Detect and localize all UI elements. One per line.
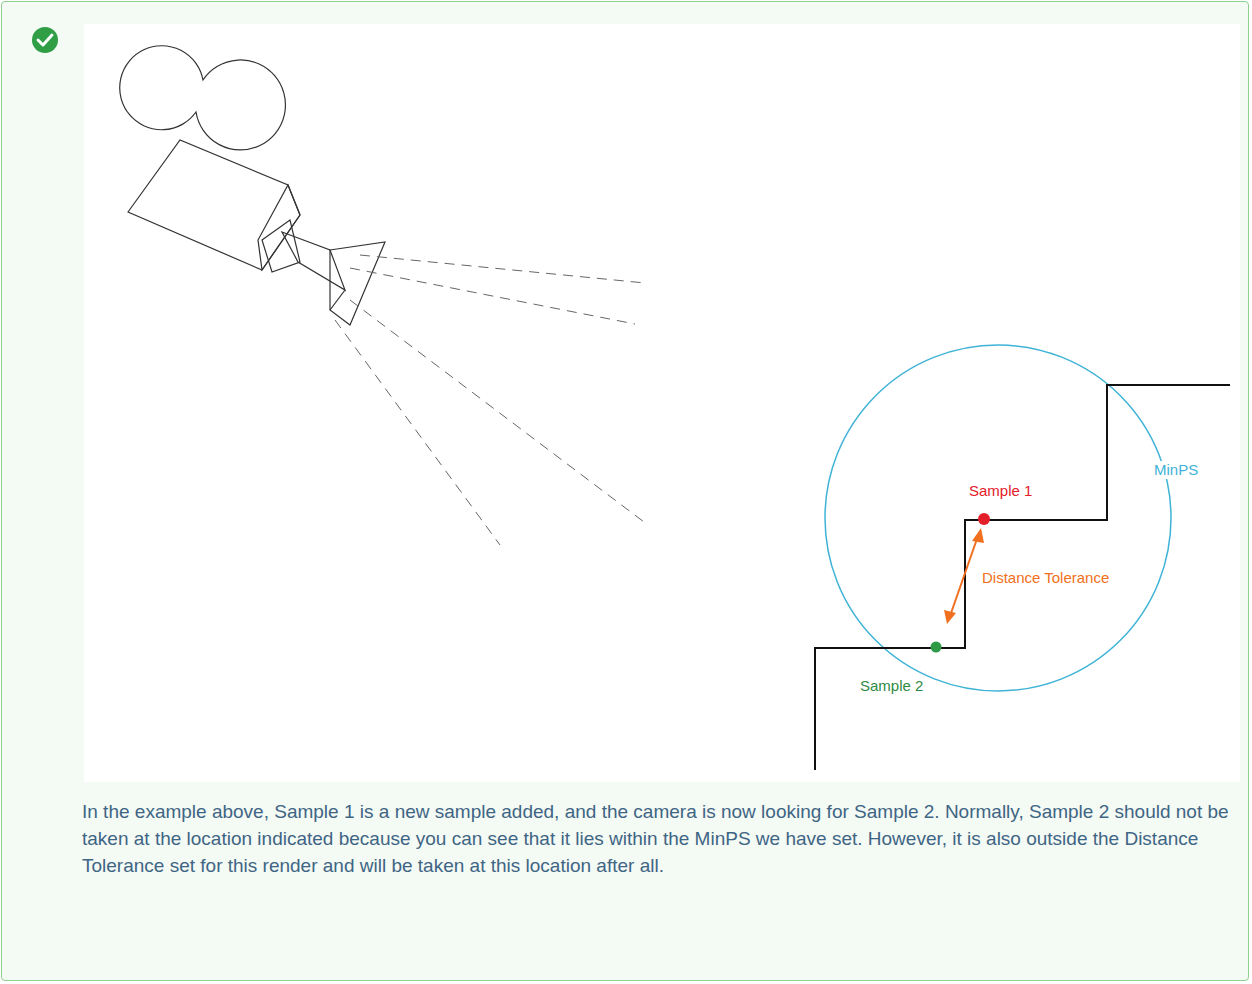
image-ground <box>84 24 1240 782</box>
sample-dot <box>978 513 990 525</box>
camera-drawing <box>120 46 385 325</box>
view-rays <box>335 255 648 545</box>
minps-label: MinPS <box>1152 461 1200 479</box>
minps-circle <box>825 345 1171 691</box>
sample-dot <box>931 642 942 653</box>
distance-arrow <box>944 528 984 624</box>
tolerance-label: Distance Tolerance <box>980 569 1111 587</box>
check-icon <box>32 27 58 53</box>
caption-text: In the example above, Sample 1 is a new … <box>82 798 1232 879</box>
sample-label: Sample 1 <box>967 482 1034 500</box>
sample-label: Sample 2 <box>858 677 925 695</box>
surface-profile <box>815 385 1230 770</box>
